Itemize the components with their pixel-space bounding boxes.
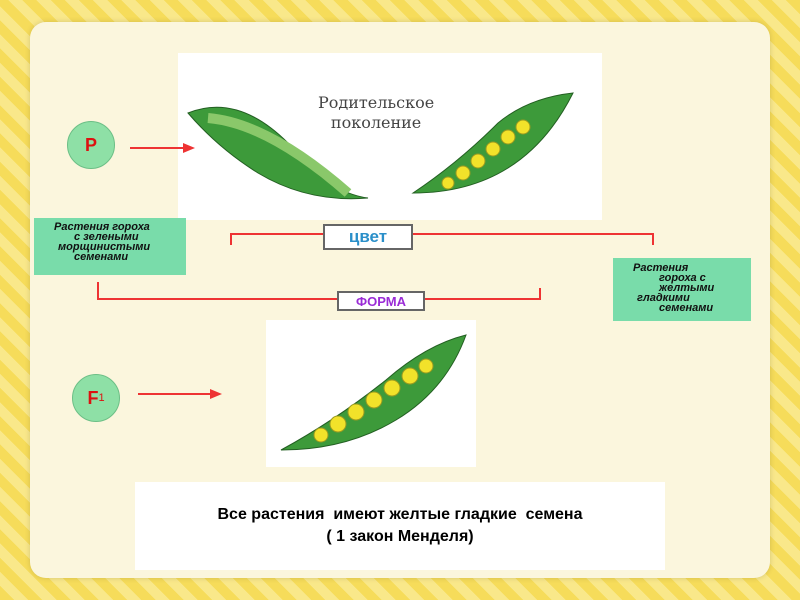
color-label-text: цвет — [348, 227, 388, 246]
f1-subscript: 1 — [98, 392, 105, 404]
f1-arrow — [138, 393, 213, 395]
left-box-line: с зелеными — [74, 231, 139, 243]
parent-arrow — [130, 147, 185, 149]
color-connector-left — [230, 233, 232, 245]
shape-connector — [97, 298, 541, 300]
pea-pods-illustration — [187, 92, 574, 200]
f1-generation-image — [266, 320, 476, 467]
parent-arrow-head — [183, 143, 195, 153]
f1-arrow-head — [210, 389, 222, 399]
shape-connector-left — [97, 282, 99, 299]
color-label: цвет — [323, 224, 413, 250]
shape-label-text: ФОРМА — [356, 293, 406, 309]
right-box-line: гороха с — [659, 272, 706, 284]
right-box-line: желтыми — [659, 282, 715, 294]
yellow-smooth-box: Растения гороха с желтыми гладкими семен… — [613, 258, 751, 321]
result-line2: ( 1 закон Менделя) — [326, 528, 474, 545]
right-box-line: семенами — [659, 302, 714, 314]
parent-symbol: P — [67, 121, 115, 169]
result-box: Все растения имеют желтые гладкие семена… — [135, 482, 665, 570]
shape-connector-right — [539, 288, 541, 299]
shape-label: ФОРМА — [337, 291, 425, 311]
parent-caption-line1: Родительское — [318, 93, 435, 112]
green-wrinkled-box: Растения гороха с зелеными морщинистыми … — [34, 218, 186, 275]
f1-symbol-text: F — [87, 387, 99, 408]
parent-symbol-text: P — [84, 134, 97, 155]
f1-pea-pod-illustration — [280, 334, 467, 451]
result-line1: Все растения имеют желтые гладкие семена — [217, 506, 583, 523]
left-box-line: семенами — [74, 251, 129, 263]
left-box-line: Растения гороха — [54, 221, 150, 233]
right-box-line: гладкими — [637, 292, 690, 304]
parent-caption-line2: поколение — [330, 113, 422, 132]
color-connector — [230, 233, 654, 235]
right-box-line: Растения — [633, 262, 689, 274]
parent-generation-image: Родительское поколение — [178, 53, 602, 220]
color-connector-right — [652, 233, 654, 245]
left-box-line: морщинистыми — [58, 241, 151, 253]
